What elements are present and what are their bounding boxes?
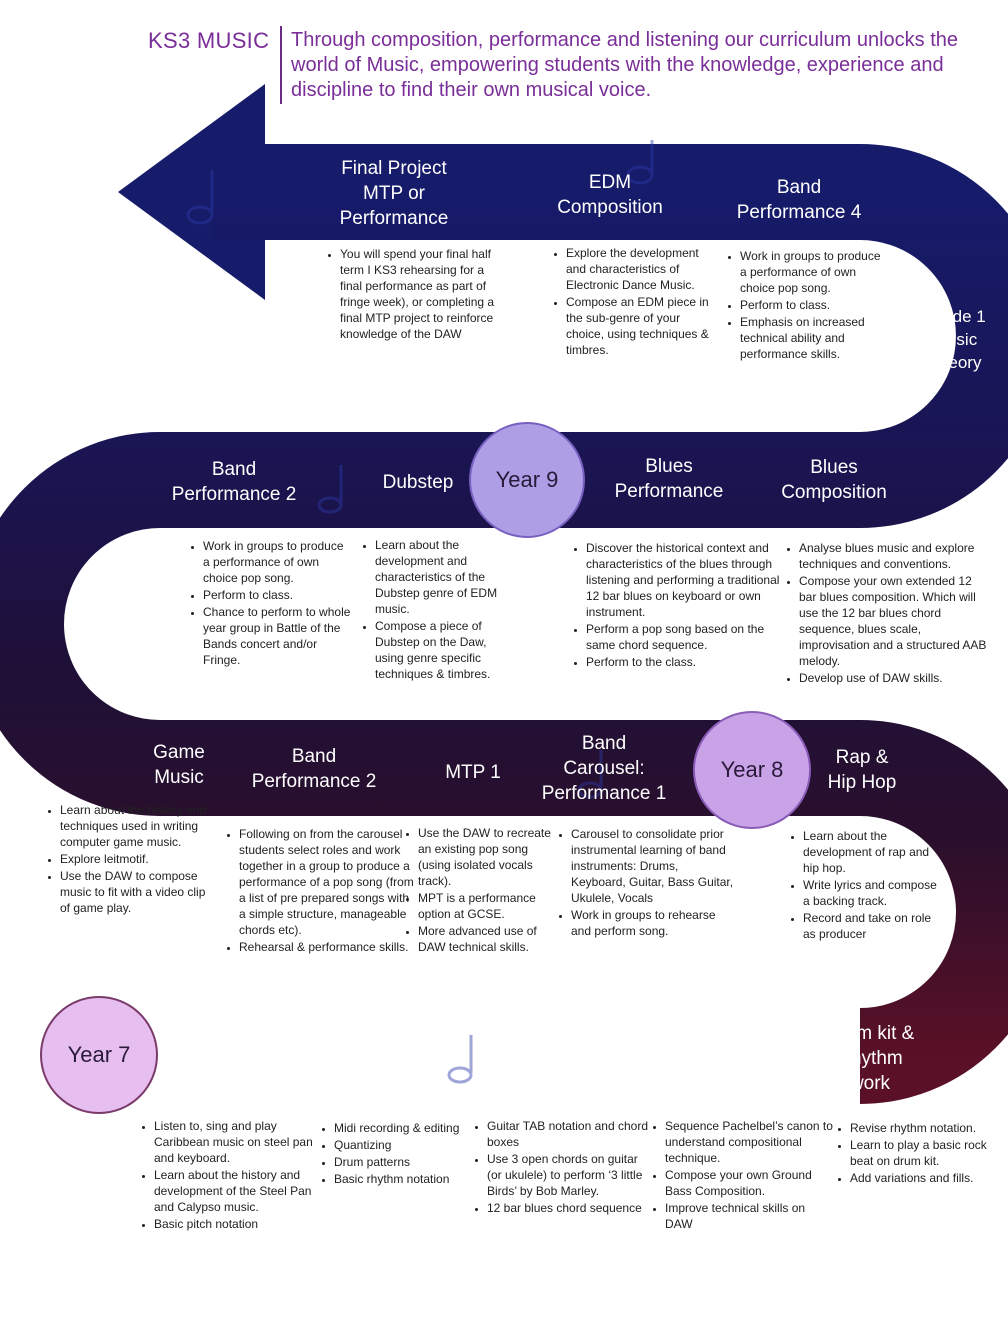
edm-bullets: Explore the development and characterist… [548,245,716,359]
list-item: Discover the historical context and char… [586,540,782,620]
list-item: Following on from the carousel students … [239,826,414,938]
year-8-badge: Year 8 [693,711,811,829]
year-7-badge: Year 7 [40,996,158,1114]
list-item: Quantizing [334,1137,464,1153]
game-music-title: Game Music [153,742,205,788]
curriculum-tagline: Through composition, performance and lis… [291,29,959,101]
band-carousel-title: Band Carousel: Performance 1 [541,733,667,804]
list-item: Use the DAW to recreate an existing pop … [418,825,560,889]
list-item: Guitar TAB notation and chord boxes [487,1118,655,1150]
blues-composition-bullets: Analyse blues music and explore techniqu… [781,540,989,687]
caribbean-music-bullets: Listen to, sing and play Caribbean music… [136,1118,319,1233]
list-item: Work in groups to produce a performance … [203,538,353,586]
list-item: Learn to play a basic rock beat on drum … [850,1137,990,1169]
ground-bass-title: Ground Bass [683,1041,747,1087]
mtp-1-title: MTP 1 [445,762,501,783]
band-performance-2-y8-bullets: Following on from the carousel students … [221,826,414,956]
header-divider [280,26,282,104]
drum-kit-title: Drum kit & Rhythm work [825,1023,915,1094]
band-performance-4-title: Band Performance 4 [736,177,862,223]
music-note-decorations [186,140,654,1084]
list-item: Explore the development and characterist… [566,245,716,293]
guitar-bullets: Guitar TAB notation and chord boxes Use … [469,1118,655,1217]
list-item: Emphasis on increased technical ability … [740,314,890,362]
list-item: Perform to the class. [586,654,782,670]
list-item: Drum patterns [334,1154,464,1170]
ground-bass-bullets: Sequence Pachelbel’s canon to understand… [647,1118,835,1233]
blues-performance-bullets: Discover the historical context and char… [568,540,782,671]
list-item: Rehearsal & performance skills. [239,939,414,955]
list-item: Midi recording & editing [334,1120,464,1136]
band-performance-2-y9-title: Band Performance 2 [171,459,297,505]
list-item: Basic pitch notation [154,1216,319,1232]
list-item: Revise rhythm notation. [850,1120,990,1136]
list-item: Add variations and fills. [850,1170,990,1186]
list-item: You will spend your final half term I KS… [340,246,500,342]
list-item: Basic rhythm notation [334,1171,464,1187]
year-9-badge: Year 9 [469,422,585,538]
list-item: Compose an EDM piece in the sub-genre of… [566,294,716,358]
list-item: More advanced use of DAW technical skill… [418,923,560,955]
list-item: MPT is a performance option at GCSE. [418,890,560,922]
list-item: Learn about the history and development … [154,1167,319,1215]
list-item: Perform to class. [203,587,353,603]
list-item: Explore leitmotif. [60,851,215,867]
game-music-bullets: Learn about the history and techniques u… [42,802,215,917]
mtp-1-bullets: Use the DAW to recreate an existing pop … [400,825,560,956]
list-item: Carousel to consolidate prior instrument… [571,826,736,906]
final-project-title: Final Project MTP or Performance [339,158,449,229]
drum-kit-bullets: Revise rhythm notation. Learn to play a … [832,1120,990,1187]
band-performance-2-y8-title: Band Performance 2 [251,746,377,792]
dubstep-bullets: Learn about the development and characte… [357,537,515,683]
list-item: Learn about the development of rap and h… [803,828,943,876]
arrow-head [118,84,265,300]
list-item: Perform a pop song based on the same cho… [586,621,782,653]
list-item: 12 bar blues chord sequence [487,1200,655,1216]
intro-daw-bullets: Midi recording & editing Quantizing Drum… [316,1120,464,1188]
rap-hip-hop-title: Rap & Hip Hop [827,747,897,793]
page-title: KS3 MUSIC [148,28,270,53]
dubstep-title: Dubstep [382,472,454,493]
intro-daw-title: Introduction to the D.A.W [330,1036,438,1082]
band-carousel-bullets: Carousel to consolidate prior instrument… [553,826,736,940]
band-performance-4-bullets: Work in groups to produce a performance … [722,248,890,363]
list-item: Improve technical skills on DAW [665,1200,835,1232]
list-item: Compose your own Ground Bass Composition… [665,1167,835,1199]
list-item: Learn about the development and characte… [375,537,515,617]
list-item: Work in groups to produce a performance … [740,248,890,296]
list-item: Use 3 open chords on guitar (or ukulele)… [487,1151,655,1199]
blues-performance-title: Blues Performance [614,456,724,502]
caribbean-music-title: Caribbean music [173,1036,261,1082]
list-item: Compose your own extended 12 bar blues c… [799,573,989,669]
list-item: Record and take on role as producer [803,910,943,942]
list-item: Develop use of DAW skills. [799,670,989,686]
list-item: Listen to, sing and play Caribbean music… [154,1118,319,1166]
grade1-theory-title: Grade 1 Music Theory [924,307,986,372]
list-item: Write lyrics and compose a backing track… [803,877,943,909]
list-item: Perform to class. [740,297,890,313]
final-project-bullets: You will spend your final half term I KS… [322,246,500,343]
list-item: Compose a piece of Dubstep on the Daw, u… [375,618,515,682]
road-band [0,144,1008,1104]
blues-composition-title: Blues Composition [781,457,887,503]
guitar-title: Guitar [522,1051,574,1072]
list-item: Chance to perform to whole year group in… [203,604,353,668]
list-item: Sequence Pachelbel’s canon to understand… [665,1118,835,1166]
list-item: Use the DAW to compose music to fit with… [60,868,215,916]
rap-hip-hop-bullets: Learn about the development of rap and h… [785,828,943,943]
list-item: Learn about the history and techniques u… [60,802,215,850]
edm-title: EDM Composition [557,172,663,218]
list-item: Analyse blues music and explore techniqu… [799,540,989,572]
list-item: Work in groups to rehearse and perform s… [571,907,736,939]
band-performance-2-y9-bullets: Work in groups to produce a performance … [185,538,353,669]
